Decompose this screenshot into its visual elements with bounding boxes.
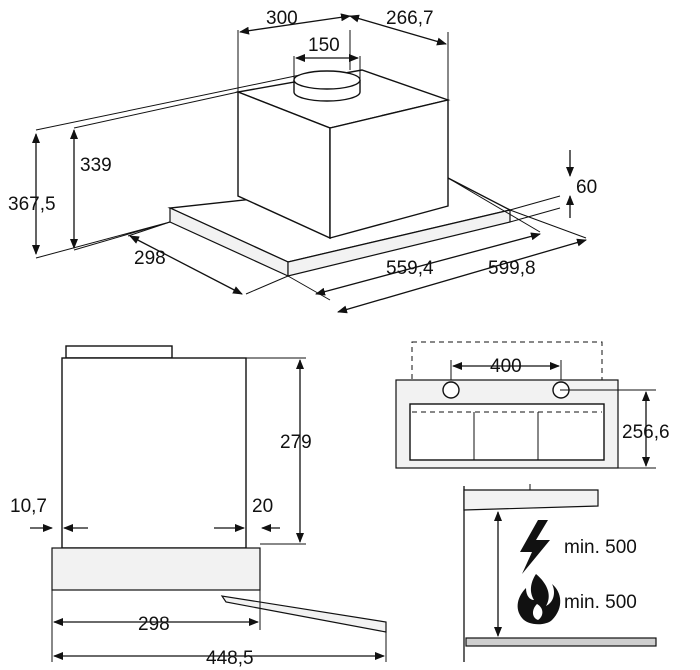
dim-height-339: 339 <box>80 155 112 176</box>
dim-hole-spacing: 400 <box>490 356 522 377</box>
dim-depth-top: 266,7 <box>386 8 434 29</box>
dim-height-279: 279 <box>280 432 312 453</box>
dim-width-top: 300 <box>266 8 298 29</box>
dim-duct-diameter: 150 <box>308 35 340 56</box>
dim-height-256: 256,6 <box>622 422 670 443</box>
dim-offset-left: 10,7 <box>10 496 47 517</box>
iso-view: 300 266,7 150 339 367,5 298 60 559,4 599… <box>8 8 597 314</box>
electric-lightning-icon <box>520 520 550 574</box>
dim-width-599: 599,8 <box>488 258 536 279</box>
dim-depth-298-side: 298 <box>138 614 170 635</box>
side-duct-top <box>65 345 173 359</box>
hood-profile <box>463 489 599 511</box>
side-extended-tray <box>220 595 387 633</box>
electric-clearance-label: min. 500 <box>564 537 637 558</box>
cooktop <box>465 637 657 647</box>
iso-duct <box>293 70 361 102</box>
dim-height-367: 367,5 <box>8 194 56 215</box>
install-view: min. 500 min. 500 <box>463 484 657 662</box>
mount-hole-left <box>442 381 460 399</box>
gas-flame-icon <box>517 574 561 625</box>
dim-depth-298-iso: 298 <box>134 248 166 269</box>
front-filter-area <box>409 403 605 461</box>
dim-offset-right: 20 <box>252 496 273 517</box>
side-base-frame <box>51 547 261 591</box>
side-chimney <box>61 357 247 549</box>
dim-depth-448: 448,5 <box>206 648 254 669</box>
gas-clearance-label: min. 500 <box>564 592 637 613</box>
front-view: 400 256,6 <box>395 341 670 469</box>
dim-width-559: 559,4 <box>386 258 434 279</box>
dim-frame-60: 60 <box>576 177 597 198</box>
side-view: 279 10,7 20 298 448,5 <box>10 345 387 669</box>
